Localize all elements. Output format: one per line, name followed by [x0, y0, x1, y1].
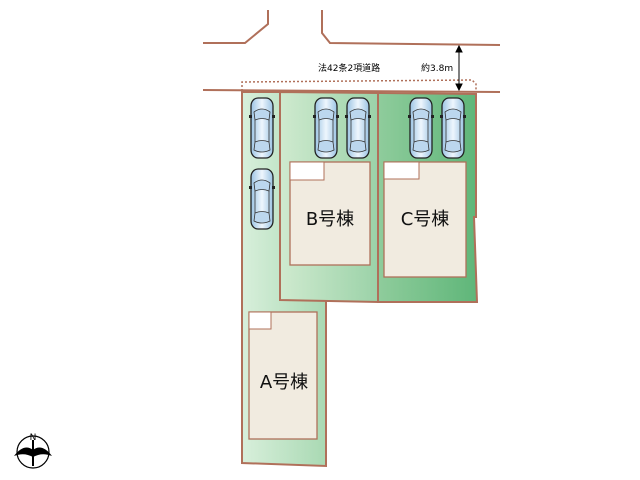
road-width-label: 約3.8m	[421, 62, 453, 74]
car-icon	[407, 97, 435, 159]
building-c-label: C号棟	[401, 209, 450, 230]
road-edges	[202, 10, 501, 93]
car-icon	[344, 97, 372, 159]
building-b-label: B号棟	[306, 209, 354, 230]
road-width-dimension	[455, 44, 463, 92]
building-a-label: A号棟	[260, 372, 308, 393]
car-icon	[439, 97, 467, 159]
car-icon	[312, 97, 340, 159]
building-c[interactable]: C号棟	[383, 161, 467, 278]
car-icon	[248, 168, 276, 230]
car-icon	[248, 97, 276, 159]
north-compass-icon: N	[14, 433, 52, 469]
building-a[interactable]: A号棟	[248, 311, 318, 440]
road-label: 法42条2項道路	[318, 62, 380, 74]
compass-label: N	[30, 433, 37, 443]
building-b[interactable]: B号棟	[289, 161, 371, 266]
setback-line	[241, 79, 477, 92]
